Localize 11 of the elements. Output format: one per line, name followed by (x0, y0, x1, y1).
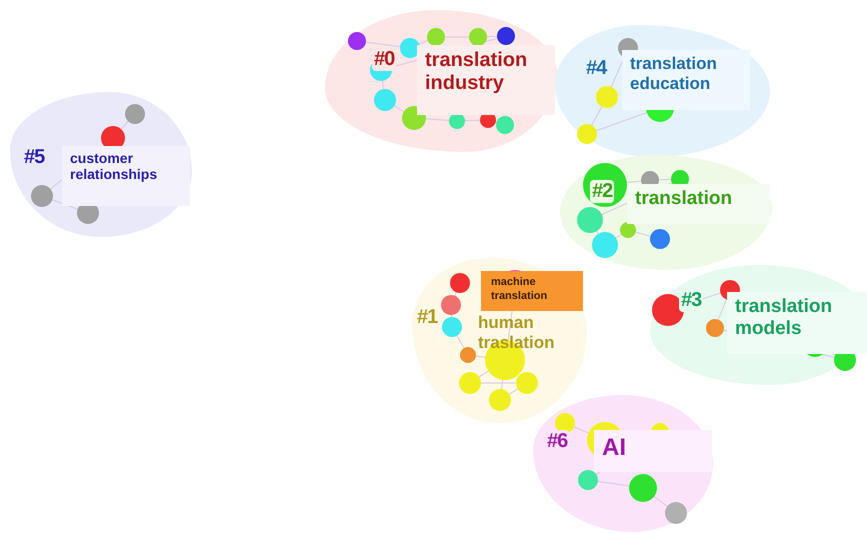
cluster-label: customer relationships (62, 146, 190, 206)
cluster-label: translation education (622, 50, 750, 110)
cluster-number: #2 (590, 180, 614, 203)
cluster-label: translation models (727, 292, 867, 354)
cluster-label: translation (627, 184, 770, 224)
cluster-label: human traslation (477, 312, 556, 354)
label-box: machine translation (481, 271, 583, 311)
cluster-number: #0 (372, 48, 396, 71)
cluster-number: #3 (679, 289, 704, 312)
cluster-label: translation industry (417, 45, 555, 115)
cluster-label: AI (594, 430, 712, 472)
